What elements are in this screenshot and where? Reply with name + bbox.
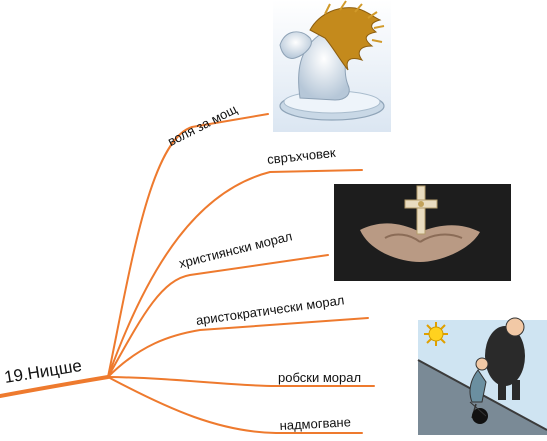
cartoon-image (417, 317, 547, 435)
hands-cross-image (334, 184, 511, 281)
branch-label-robski-moral: робски морал (278, 370, 362, 385)
horse-sculpture-image (273, 0, 391, 132)
branch-line-nadmogvane (107, 376, 363, 434)
branch-line-robski (107, 376, 375, 387)
branch-line-volya (107, 113, 269, 378)
branch-line-svrahchovek (107, 169, 363, 378)
root-branch-line (0, 375, 110, 398)
branch-line-hristiyanski (107, 254, 329, 378)
branch-line-aristokraticheski (107, 317, 369, 378)
